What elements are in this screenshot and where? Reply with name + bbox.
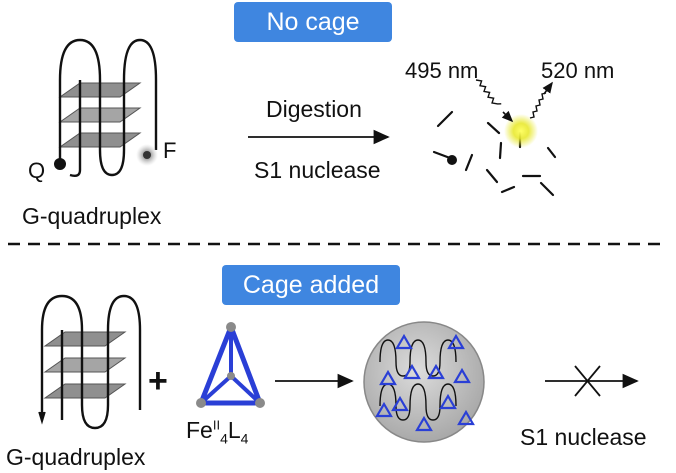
plus-sign: + [148, 362, 168, 400]
dna-strand-top [58, 38, 158, 177]
quencher-dot [54, 158, 66, 170]
cage-dna-complex [363, 321, 485, 443]
cage-formula-fe: Fe [186, 417, 213, 443]
cage-formula-l: L [227, 417, 241, 443]
s1-nuclease-label-bottom: S1 nuclease [520, 424, 647, 450]
blocked-cross-icon [574, 365, 601, 397]
dna-strand-bottom [40, 294, 142, 430]
g-quadruplex-bottom [38, 294, 142, 430]
released-quencher-dot [447, 155, 457, 165]
cage-added-badge: Cage added [222, 265, 400, 305]
quencher-label: Q [28, 158, 46, 183]
fluorophore-dot [143, 151, 151, 159]
fluorescence-glow [504, 114, 538, 148]
no-cage-badge: No cage [234, 2, 392, 42]
cage-formula-label: FeII4L4 [186, 417, 248, 447]
g-quadruplex-caption-top: G-quadruplex [22, 203, 162, 229]
digestion-label: Digestion [266, 96, 362, 122]
digested-fragments [432, 110, 557, 197]
g-quadruplex-caption-bottom: G-quadruplex [6, 444, 146, 470]
cage-formula-sub1: 4 [220, 430, 228, 447]
tetrad-plates-bottom [43, 331, 127, 399]
fluorophore-label: F [163, 138, 177, 163]
s1-nuclease-label-top: S1 nuclease [254, 157, 381, 183]
emission-wavelength-label: 520 nm [541, 58, 615, 83]
cage-formula-oxidation: II [212, 417, 221, 433]
cage-formula-sub2: 4 [240, 430, 249, 447]
emission-wave-arrow [529, 92, 547, 119]
tetrahedron-cage-icon [196, 322, 265, 408]
excitation-wavelength-label: 495 nm [405, 58, 479, 83]
g-quadruplex-top [54, 38, 158, 178]
